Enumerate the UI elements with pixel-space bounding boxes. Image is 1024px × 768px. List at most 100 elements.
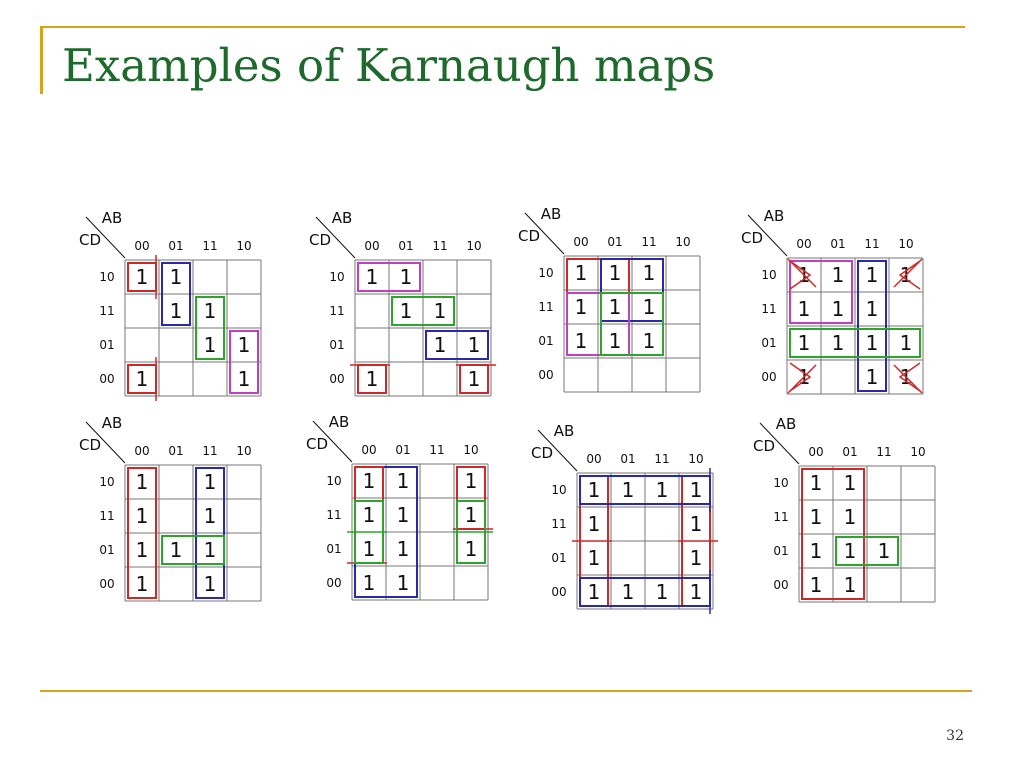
kmap-column-label: 10 xyxy=(688,452,703,466)
kmap-group-magenta xyxy=(566,292,630,356)
kmap-cell-one: 1 xyxy=(366,367,379,391)
kmap-axis-label: CD xyxy=(79,231,101,249)
kmap-column-label: 01 xyxy=(830,237,845,251)
kmap-row-label: 11 xyxy=(329,304,344,318)
kmap-group-green xyxy=(600,292,664,356)
kmap-cell-one: 1 xyxy=(866,263,879,287)
kmap-cell-one: 1 xyxy=(465,503,478,527)
kmap-column-label: 01 xyxy=(620,452,635,466)
kmap-row-label: 10 xyxy=(99,475,114,489)
kmap-axis-label: AB xyxy=(102,414,123,432)
kmap-corner-mark xyxy=(898,362,921,392)
kmap-cell-one: 1 xyxy=(832,297,845,321)
kmap-row-label: 11 xyxy=(99,304,114,318)
kmap-cell-one: 1 xyxy=(204,538,217,562)
kmap-column-label: 10 xyxy=(466,239,481,253)
kmap-cell-one: 1 xyxy=(878,539,891,563)
kmap-axis-label: AB xyxy=(764,207,785,225)
kmap-column-label: 11 xyxy=(654,452,669,466)
kmap-cell-one: 1 xyxy=(656,580,669,604)
kmap-axis-label: CD xyxy=(741,229,763,247)
kmap-group-green xyxy=(391,296,455,326)
kmap-cell-one: 1 xyxy=(136,538,149,562)
kmap-cell-one: 1 xyxy=(136,470,149,494)
kmap-row-label: 00 xyxy=(538,368,553,382)
kmap-axis-label: AB xyxy=(776,415,797,433)
title-accent-bar xyxy=(40,26,43,94)
kmap-corner-mark xyxy=(789,260,812,290)
kmap-column-label: 11 xyxy=(202,239,217,253)
kmap-4: ABCD000111101011010011111111111111 xyxy=(741,207,924,395)
kmap-row-label: 00 xyxy=(329,372,344,386)
kmap-column-label: 10 xyxy=(675,235,690,249)
kmap-group-magenta xyxy=(789,260,853,324)
kmap-cell-one: 1 xyxy=(204,333,217,357)
kmap-column-label: 10 xyxy=(898,237,913,251)
kmap-cell-one: 1 xyxy=(588,478,601,502)
kmap-row-label: 01 xyxy=(99,543,114,557)
kmap-diagonal xyxy=(524,212,565,255)
page-number: 32 xyxy=(946,728,964,744)
kmap-cell-one: 1 xyxy=(465,469,478,493)
kmap-cell-one: 1 xyxy=(690,478,703,502)
kmap-cell-one: 1 xyxy=(643,295,656,319)
kmap-column-label: 10 xyxy=(236,444,251,458)
kmap-column-label: 11 xyxy=(864,237,879,251)
kmap-group-magenta xyxy=(357,262,421,292)
kmap-column-label: 11 xyxy=(429,443,444,457)
kmap-column-label: 00 xyxy=(808,445,823,459)
kmap-cell-one: 1 xyxy=(465,537,478,561)
kmap-cell-one: 1 xyxy=(136,504,149,528)
kmap-group-green xyxy=(835,536,899,566)
kmap-corner-mark xyxy=(893,258,923,288)
slide-title: Examples of Karnaugh maps xyxy=(62,39,716,92)
kmap-axis-label: AB xyxy=(329,413,350,431)
kmap-row-label: 01 xyxy=(773,544,788,558)
kmap-row-label: 00 xyxy=(773,578,788,592)
kmap-cell-one: 1 xyxy=(204,504,217,528)
kmap-cell-one: 1 xyxy=(204,572,217,596)
kmap-cell-one: 1 xyxy=(204,470,217,494)
kmap-cell-one: 1 xyxy=(434,333,447,357)
kmap-cell-one: 1 xyxy=(810,573,823,597)
kmap-cell-one: 1 xyxy=(363,537,376,561)
kmap-cell-one: 1 xyxy=(363,571,376,595)
kmap-column-label: 00 xyxy=(134,444,149,458)
kmap-corner-mark xyxy=(789,362,812,392)
kmap-column-label: 11 xyxy=(876,445,891,459)
kmap-cell-one: 1 xyxy=(609,261,622,285)
kmap-row-label: 11 xyxy=(326,508,341,522)
kmap-cell-one: 1 xyxy=(434,299,447,323)
kmap-axis-label: AB xyxy=(541,205,562,223)
kmap-row-label: 10 xyxy=(761,268,776,282)
kmap-axis-label: AB xyxy=(554,422,575,440)
kmap-cell-one: 1 xyxy=(170,265,183,289)
kmap-cell-one: 1 xyxy=(204,299,217,323)
kmap-cell-one: 1 xyxy=(609,329,622,353)
kmap-cell-one: 1 xyxy=(866,331,879,355)
kmap-cell-one: 1 xyxy=(810,471,823,495)
kmap-group-green xyxy=(789,328,921,358)
kmap-axis-label: CD xyxy=(753,437,775,455)
kmap-group-blue xyxy=(857,260,887,392)
title-accent-line xyxy=(40,26,965,28)
kmap-diagonal xyxy=(315,216,356,259)
kmap-diagonal xyxy=(537,429,578,472)
kmap-column-label: 01 xyxy=(395,443,410,457)
kmap-diagonal xyxy=(759,422,800,465)
kmap-cell-one: 1 xyxy=(170,299,183,323)
kmap-cell-one: 1 xyxy=(136,572,149,596)
kmap-column-label: 00 xyxy=(586,452,601,466)
kmap-corner-mark xyxy=(787,258,817,288)
kmap-row-label: 01 xyxy=(326,542,341,556)
kmap-group-blue xyxy=(195,467,225,599)
kmap-row-label: 01 xyxy=(538,334,553,348)
kmap-cell-one: 1 xyxy=(136,265,149,289)
kmap-row-label: 00 xyxy=(99,577,114,591)
kmap-group-blue xyxy=(161,262,191,326)
kmap-row-label: 00 xyxy=(326,576,341,590)
footer-rule xyxy=(40,690,972,692)
kmap-column-label: 01 xyxy=(842,445,857,459)
